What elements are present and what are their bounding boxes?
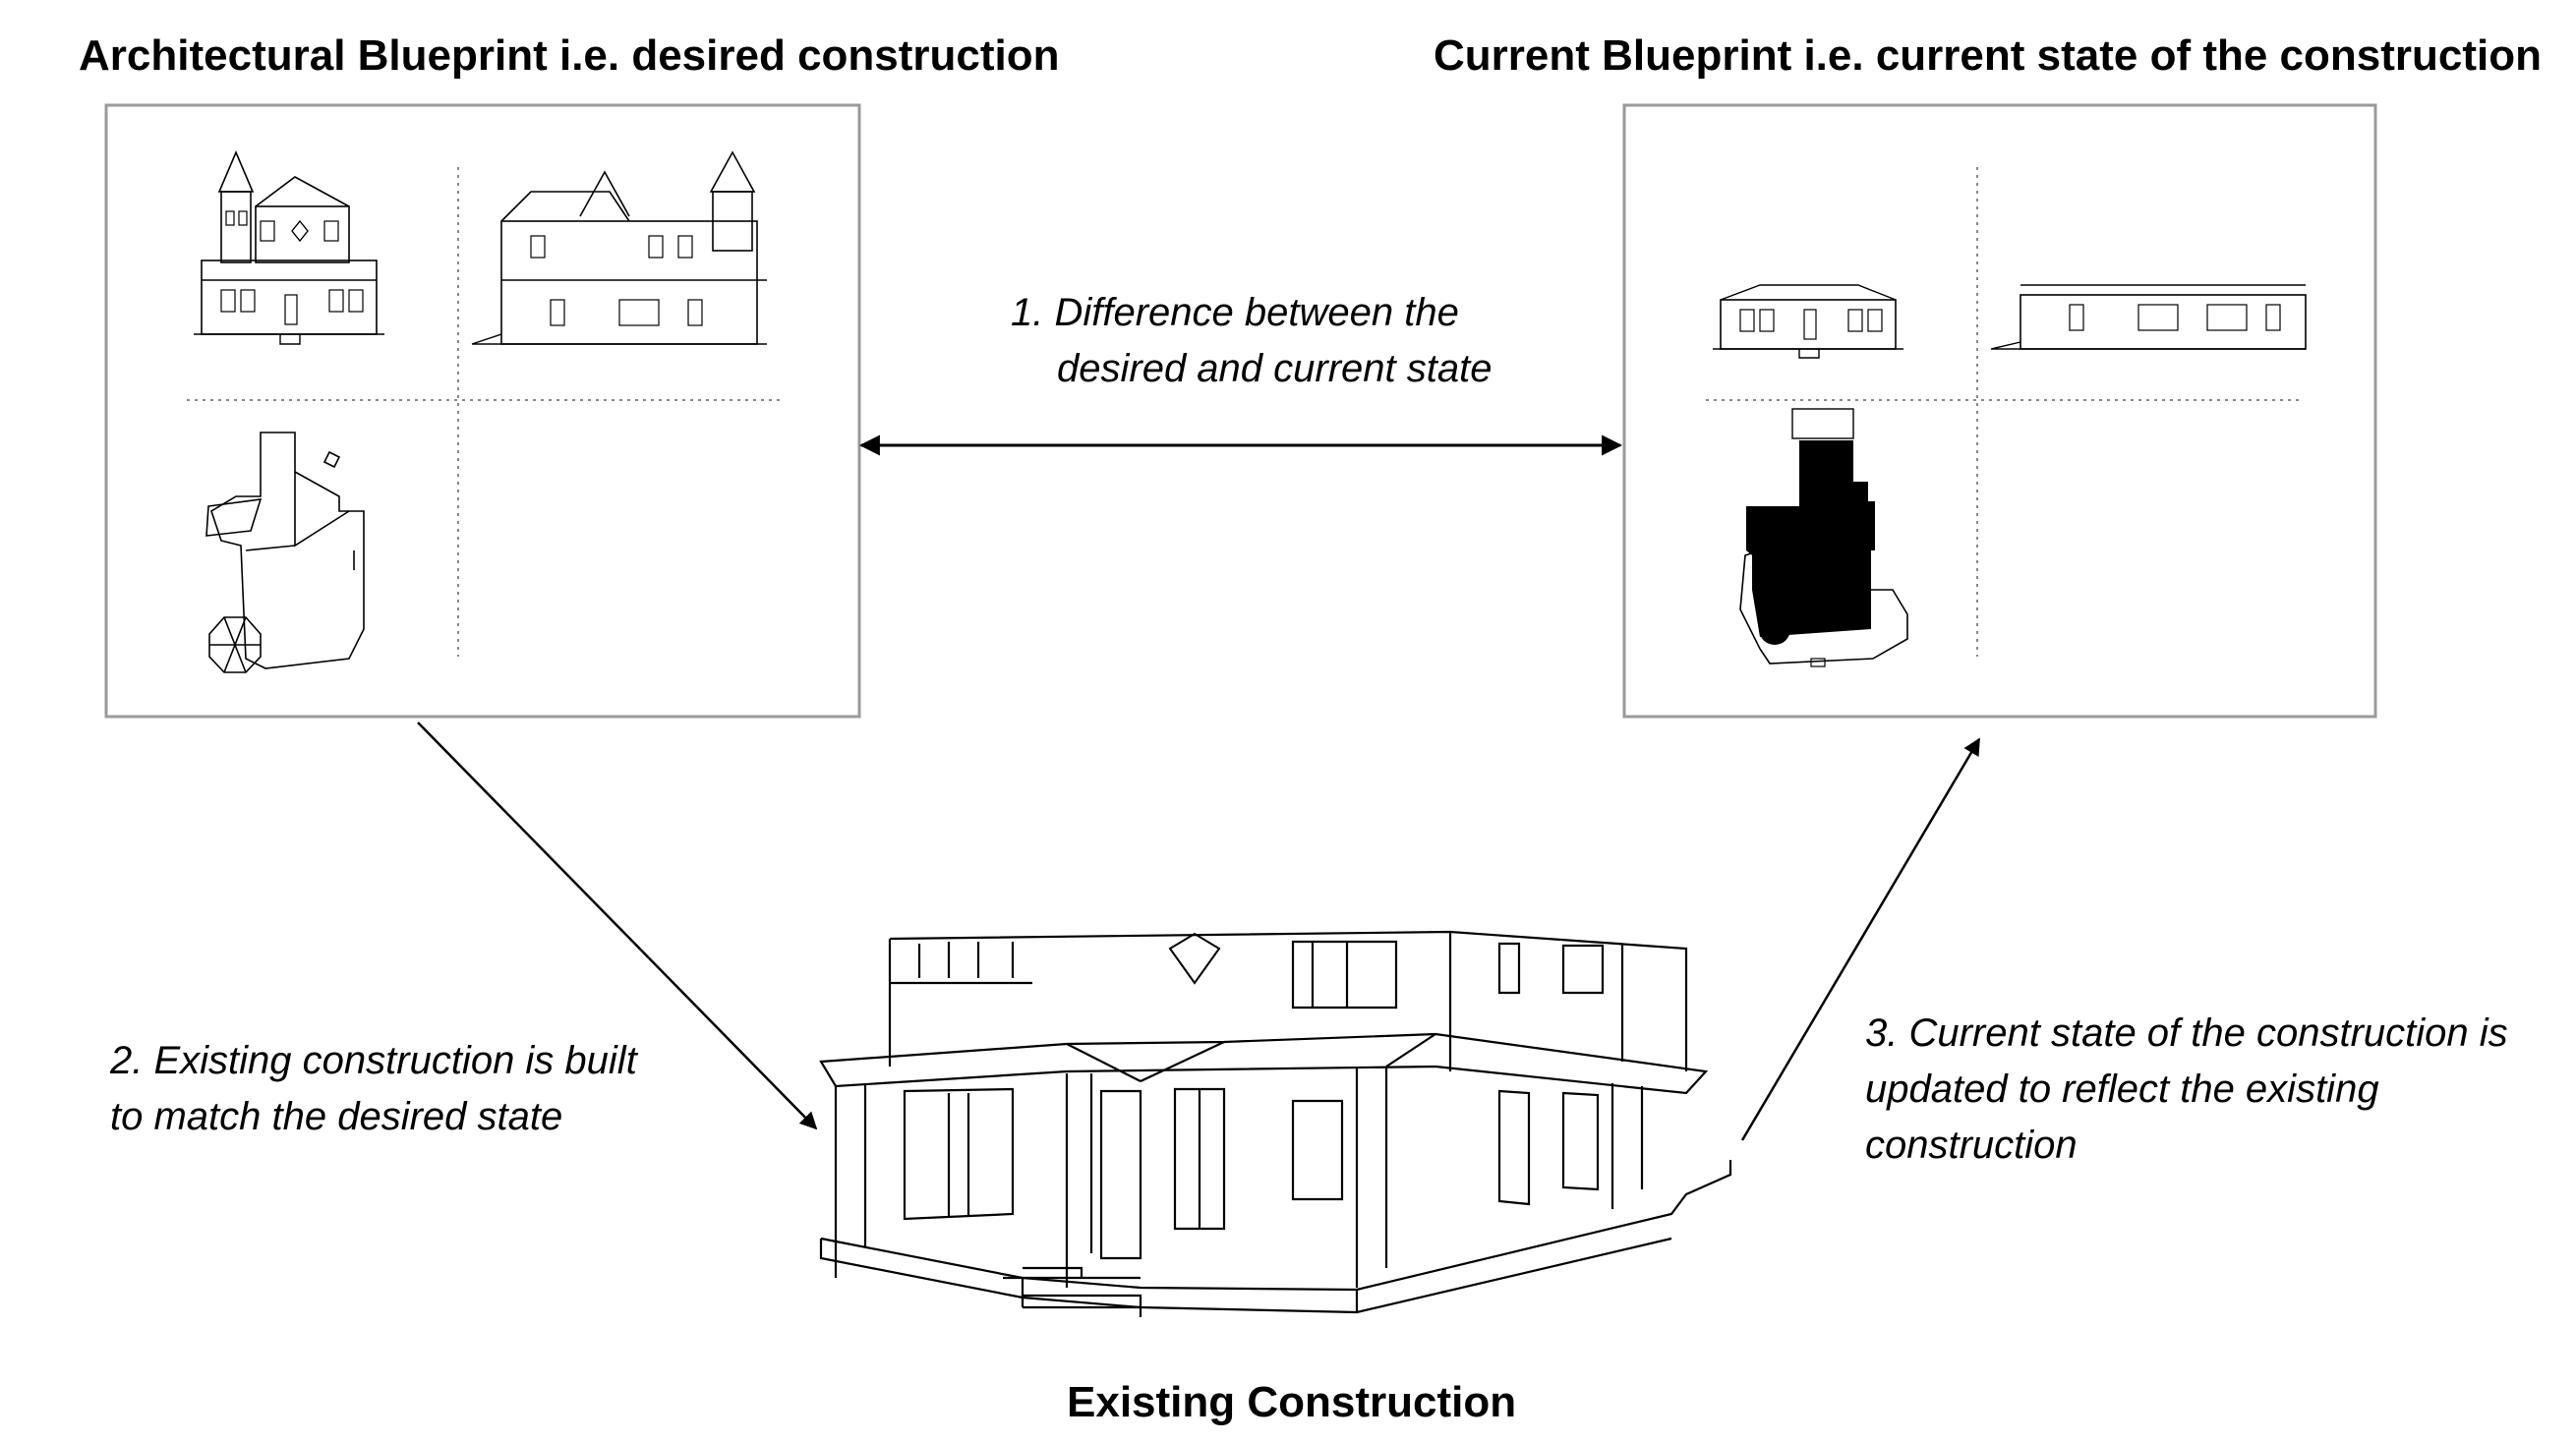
built-note: 2. Existing construction is built to mat… xyxy=(110,1039,637,1138)
current-floor-plan-drawing xyxy=(1739,408,1908,667)
updated-note: 3. Current state of the construction is … xyxy=(1865,1011,2508,1167)
update-arrow xyxy=(1740,737,1981,1141)
architectural-blueprint-title: Architectural Blueprint i.e. desired con… xyxy=(79,31,1060,80)
current-blueprint-panel xyxy=(1622,103,2377,719)
current-blueprint-title: Current Blueprint i.e. current state of … xyxy=(1434,31,2543,80)
floor-plan-drawing xyxy=(205,432,365,673)
build-arrow xyxy=(417,722,818,1130)
existing-construction-title: Existing Construction xyxy=(1067,1378,1517,1426)
existing-construction-drawing xyxy=(819,930,1732,1317)
difference-note: 1. Difference between the desired and cu… xyxy=(1011,291,1493,390)
architectural-blueprint-panel xyxy=(104,103,861,719)
